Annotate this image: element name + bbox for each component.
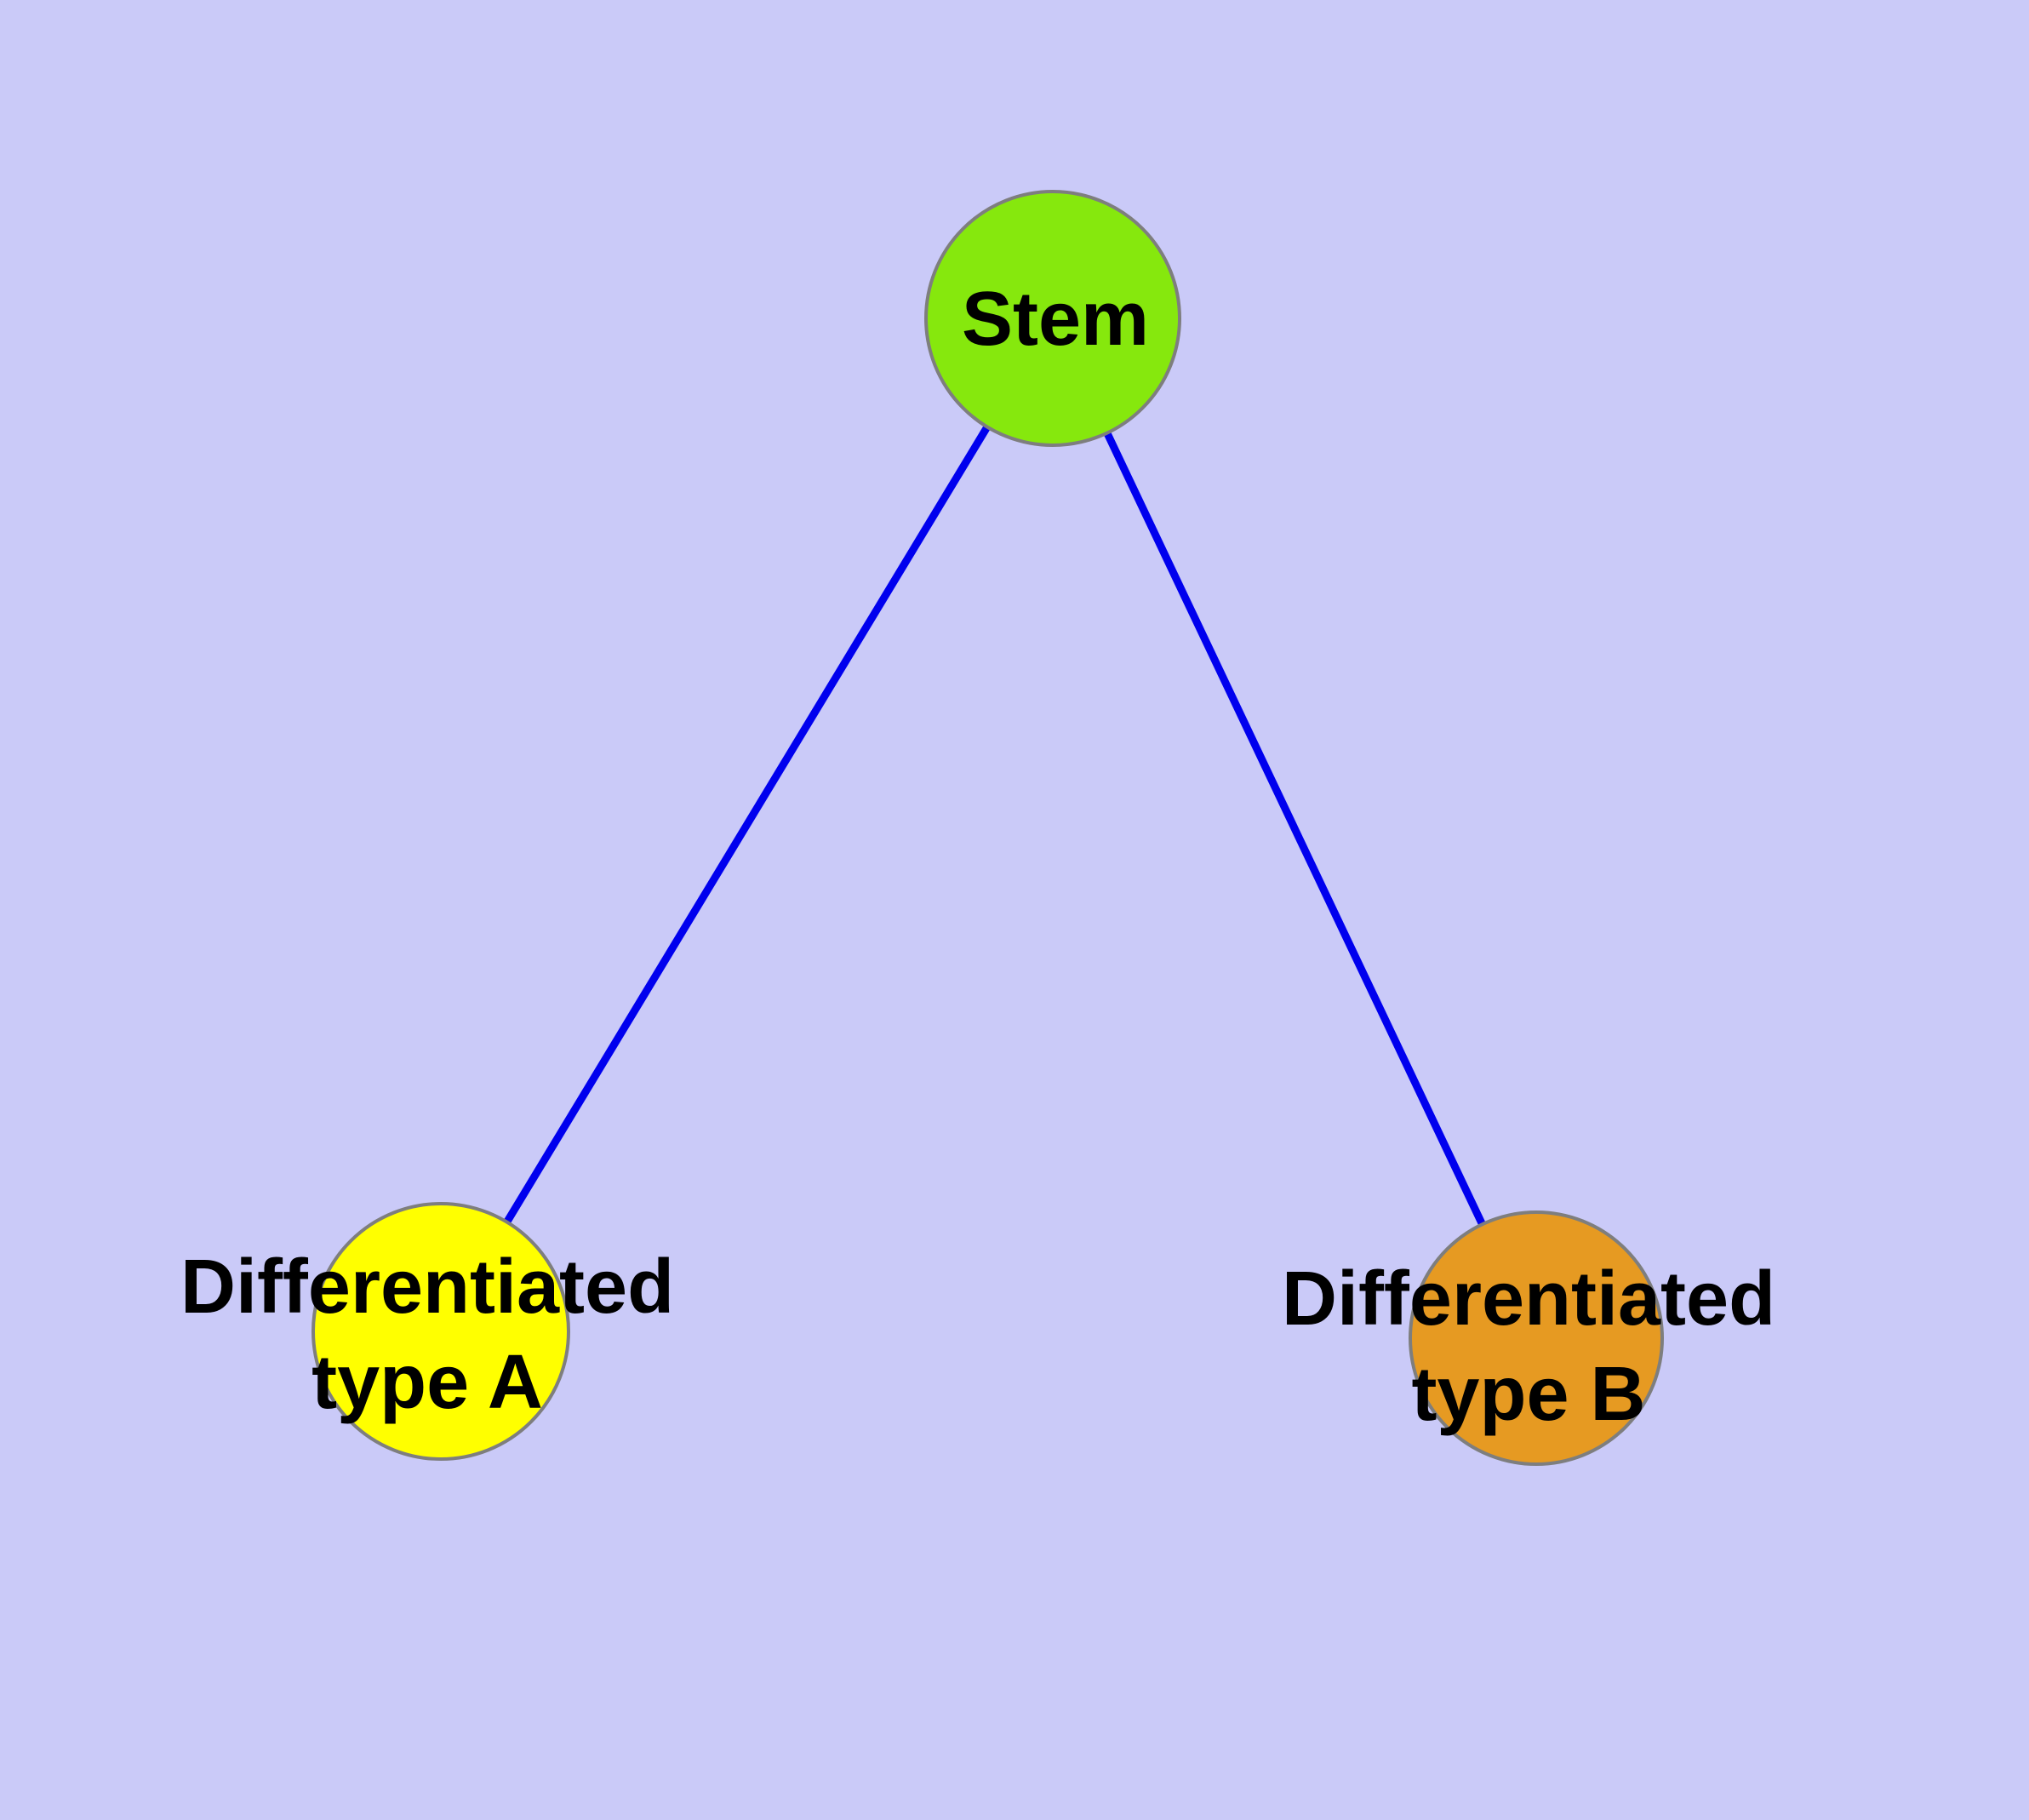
edge-stem-to-differentiated-type-b	[1049, 317, 1540, 1340]
label-line: type A	[311, 1340, 543, 1425]
label-line: Differentiated	[180, 1245, 675, 1330]
stem-node-label: Stem	[962, 272, 1149, 367]
edge-stem-to-differentiated-type-a	[437, 316, 1056, 1334]
label-line: Stem	[961, 277, 1150, 362]
differentiated-type-a-node-label: Differentiated type A	[180, 1239, 674, 1430]
differentiated-type-a-node	[311, 1202, 570, 1461]
differentiated-type-b-node	[1409, 1210, 1664, 1466]
label-line: type B	[1411, 1352, 1646, 1437]
stem-node	[924, 190, 1181, 447]
differentiated-type-b-node-label: Differentiated type B	[1282, 1251, 1775, 1442]
label-line: Differentiated	[1281, 1256, 1776, 1342]
